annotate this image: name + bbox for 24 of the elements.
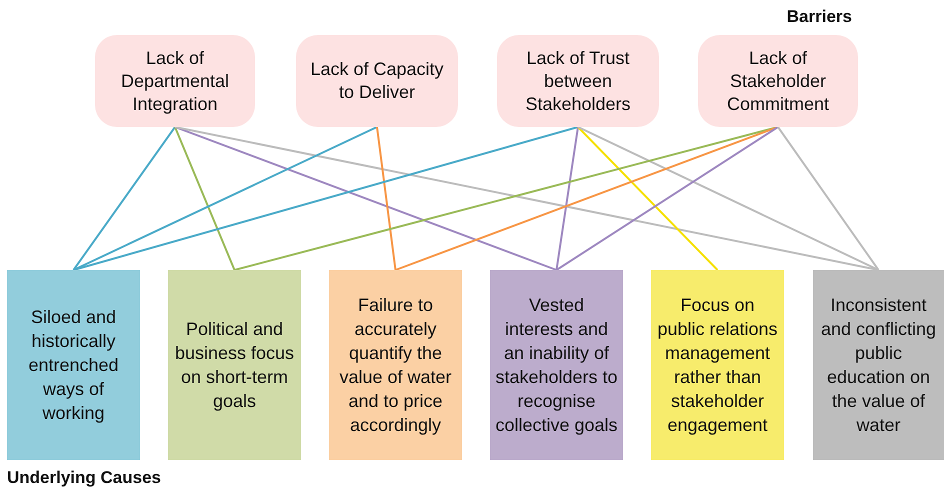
barrier-box: Lack of Capacity to Deliver bbox=[296, 35, 458, 127]
connector-line bbox=[556, 126, 779, 271]
connector-line bbox=[395, 126, 778, 271]
cause-box: Siloed and historically entrenched ways of working bbox=[7, 270, 140, 460]
section-heading: Underlying Causes bbox=[7, 468, 161, 488]
barrier-box: Lack of Departmental Integration bbox=[95, 35, 255, 127]
connector-line bbox=[174, 126, 557, 271]
connector-line bbox=[376, 126, 396, 270]
cause-box: Failure to accurately quantify the value of water and to price accordingly bbox=[329, 270, 462, 460]
barrier-box: Lack of Stakeholder Commitment bbox=[698, 35, 858, 127]
cause-box: Focus on public relations management rather than stakeholder engagement bbox=[651, 270, 784, 460]
connector-line bbox=[73, 126, 378, 271]
section-heading: Barriers bbox=[786, 7, 852, 27]
connector-line bbox=[556, 126, 579, 270]
connector-line bbox=[72, 126, 176, 271]
connector-line bbox=[777, 126, 880, 271]
connector-line bbox=[174, 126, 236, 270]
barrier-box: Lack of Trust between Stakeholders bbox=[497, 35, 659, 127]
connector-line bbox=[73, 126, 578, 271]
cause-box: Inconsistent and conflicting public education on the value of water bbox=[813, 270, 944, 460]
cause-box: Vested interests and an inability of stakeholders to recognise collective goals bbox=[490, 270, 623, 460]
connector-line bbox=[578, 126, 879, 271]
cause-box: Political and business focus on short-term goals bbox=[168, 270, 301, 460]
connector-line bbox=[577, 126, 718, 271]
